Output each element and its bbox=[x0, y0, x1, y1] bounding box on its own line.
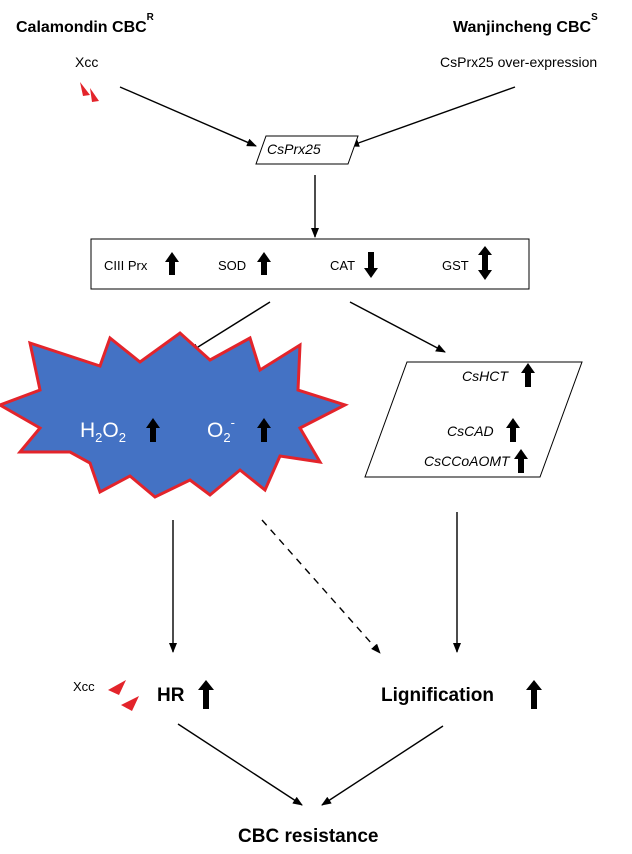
cbc-resistance-label: CBC resistance bbox=[238, 826, 379, 847]
hr-xcc-marker-top-icon bbox=[108, 680, 126, 695]
source-left-title: Calamondin CBCR bbox=[16, 12, 154, 36]
h2o2-sub1: 2 bbox=[95, 430, 103, 446]
hr-xcc-label: Xcc bbox=[73, 679, 95, 694]
ros-burst-shape bbox=[0, 331, 349, 499]
lignification-up-arrow-icon bbox=[526, 680, 542, 709]
enzyme-cat-label: CAT bbox=[330, 258, 356, 273]
o2-label: O2- bbox=[207, 416, 235, 444]
source-right-name: Wanjincheng CBC bbox=[453, 19, 592, 36]
hr-xcc-marker-icon bbox=[108, 680, 139, 711]
source-right-superscript: S bbox=[591, 11, 598, 23]
lignin-genes-box bbox=[364, 361, 583, 478]
arrow-lignification-to-resistance bbox=[321, 725, 444, 806]
h2o2-sub2: 2 bbox=[118, 430, 127, 446]
lignin-gene-cshct-label: CsHCT bbox=[462, 368, 508, 384]
o2-up-arrow-icon bbox=[257, 418, 271, 442]
arrow-ros-to-lignification-dashed bbox=[261, 519, 381, 654]
h2o2-base: H bbox=[80, 419, 96, 442]
arrow-hr-to-resistance bbox=[177, 723, 303, 806]
ciii-prx-up-arrow-icon bbox=[165, 252, 179, 275]
arrow-enzymes-to-lignin bbox=[349, 301, 446, 353]
lignin-gene-csccoaomt-label: CsCCoAOMT bbox=[424, 453, 510, 469]
h2o2-up-arrow-icon bbox=[146, 418, 160, 442]
csccoaomt-up-arrow-icon bbox=[514, 449, 528, 473]
hr-label: HR bbox=[157, 685, 185, 706]
xcc-marker-right-icon bbox=[90, 88, 99, 102]
cscad-up-arrow-icon bbox=[506, 418, 520, 442]
hr-up-arrow-icon bbox=[198, 680, 214, 709]
xcc-marker-left-icon bbox=[80, 82, 90, 96]
lignin-gene-cscad-label: CsCAD bbox=[447, 423, 494, 439]
source-right-trigger: CsPrx25 over-expression bbox=[440, 54, 598, 70]
arrow-enzymes-to-ros bbox=[189, 301, 271, 353]
enzyme-gst-label: GST bbox=[442, 258, 469, 273]
h2o2-mid: O bbox=[102, 419, 119, 442]
source-left-superscript: R bbox=[146, 11, 154, 23]
h2o2-label: H2O2 bbox=[80, 419, 126, 444]
enzyme-box bbox=[90, 238, 530, 290]
enzyme-sod-label: SOD bbox=[218, 258, 247, 273]
sod-up-arrow-icon bbox=[257, 252, 271, 275]
source-left-trigger: Xcc bbox=[75, 54, 99, 70]
source-right-title: Wanjincheng CBCS bbox=[453, 12, 598, 36]
xcc-marker-icon bbox=[80, 82, 99, 102]
o2-base: O bbox=[207, 419, 224, 442]
hr-xcc-marker-bottom-icon bbox=[121, 696, 139, 711]
arrow-overexpression-to-csprx25 bbox=[349, 86, 516, 147]
csprx25-box bbox=[255, 135, 359, 165]
lignification-label: Lignification bbox=[381, 685, 494, 706]
cat-down-arrow-icon bbox=[364, 252, 378, 278]
gst-updown-arrow-icon bbox=[478, 246, 492, 280]
o2-sub: 2 bbox=[223, 430, 231, 446]
csprx25-label: CsPrx25 bbox=[267, 141, 321, 157]
cshct-up-arrow-icon bbox=[521, 363, 535, 387]
arrow-xcc-to-csprx25 bbox=[119, 86, 257, 147]
enzyme-ciii-prx-label: CIII Prx bbox=[104, 258, 148, 273]
source-left-name: Calamondin CBC bbox=[16, 19, 147, 36]
o2-sup: - bbox=[230, 415, 235, 430]
